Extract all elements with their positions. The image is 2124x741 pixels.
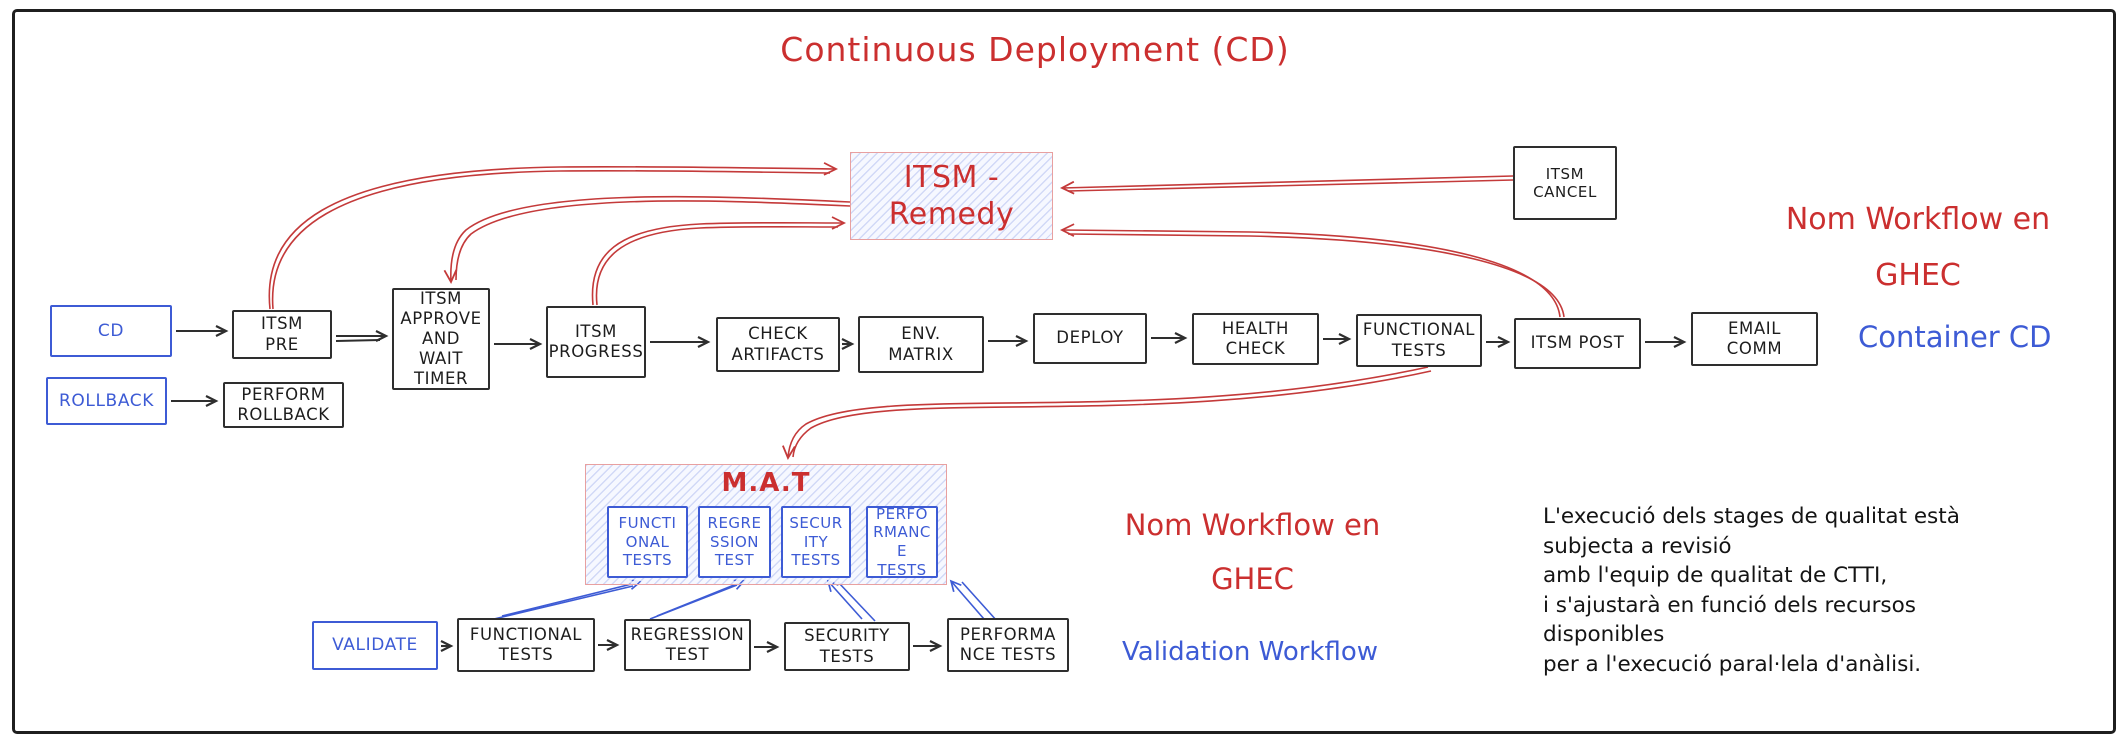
node-itsm-post: ITSM POST [1514, 318, 1641, 369]
node-itsm-cancel: ITSM CANCEL [1513, 146, 1617, 220]
node-itsm-progress: ITSM PROGRESS [546, 306, 646, 378]
note-line: disponibles [1543, 622, 1665, 647]
label-container-cd: Container CD [1858, 320, 2052, 354]
mat-arrows [493, 578, 998, 622]
node-mat-regression-test: REGRESSION TEST [698, 506, 771, 578]
node-validation-security-tests: SECURITY TESTS [784, 622, 910, 671]
note-line: amb l'equip de qualitat de CTTI, [1543, 563, 1888, 588]
node-deploy: DEPLOY [1033, 313, 1147, 364]
node-rollback-trigger: ROLLBACK [46, 377, 167, 425]
node-mat-security-tests: SECURITY TESTS [781, 506, 851, 578]
node-perform-rollback: PERFORM ROLLBACK [223, 382, 344, 428]
node-itsm-remedy: ITSM - Remedy [850, 152, 1053, 240]
node-check-artifacts: CHECK ARTIFACTS [716, 317, 840, 372]
note-line: subjecta a revisió [1543, 533, 1732, 559]
quality-note: L'execució dels stages de qualitat està … [1543, 502, 2013, 679]
node-itsm-approve-and-wait-timer: ITSM APPROVE AND WAIT TIMER [392, 288, 490, 390]
node-mat-functional-tests: FUNCTIONAL TESTS [607, 506, 688, 578]
label-mat-title: M.A.T [721, 468, 811, 498]
node-health-check: HEALTH CHECK [1192, 313, 1319, 365]
page-title: Continuous Deployment (CD) [780, 30, 1290, 69]
node-cd-trigger: CD [50, 305, 172, 357]
label-nom-workflow-ghec-bottom: Nom Workflow en GHEC [1124, 508, 1381, 596]
node-env-matrix: ENV. MATRIX [858, 316, 984, 373]
note-line: L'execució dels stages de qualitat està [1543, 504, 1960, 529]
note-line: per a l'execució paral·lela d'anàlisi. [1543, 651, 1922, 677]
label-validation-workflow: Validation Workflow [1122, 637, 1379, 667]
label-nom-workflow-ghec-top: Nom Workflow en GHEC [1785, 202, 2051, 293]
node-validate-trigger: VALIDATE [312, 621, 438, 670]
node-itsm-pre: ITSM PRE [232, 310, 332, 359]
node-validation-performance-tests: PERFORMANCE TESTS [947, 618, 1069, 672]
note-line: i s'ajustarà en funció dels recursos [1543, 592, 1916, 618]
node-email-comm: EMAIL COMM [1691, 312, 1818, 366]
node-validation-functional-tests: FUNCTIONAL TESTS [457, 618, 595, 672]
node-validation-regression-test: REGRESSION TEST [624, 619, 751, 671]
node-functional-tests: FUNCTIONAL TESTS [1356, 314, 1482, 367]
node-mat-performance-tests: PERFORMANCE TESTS [866, 505, 938, 579]
